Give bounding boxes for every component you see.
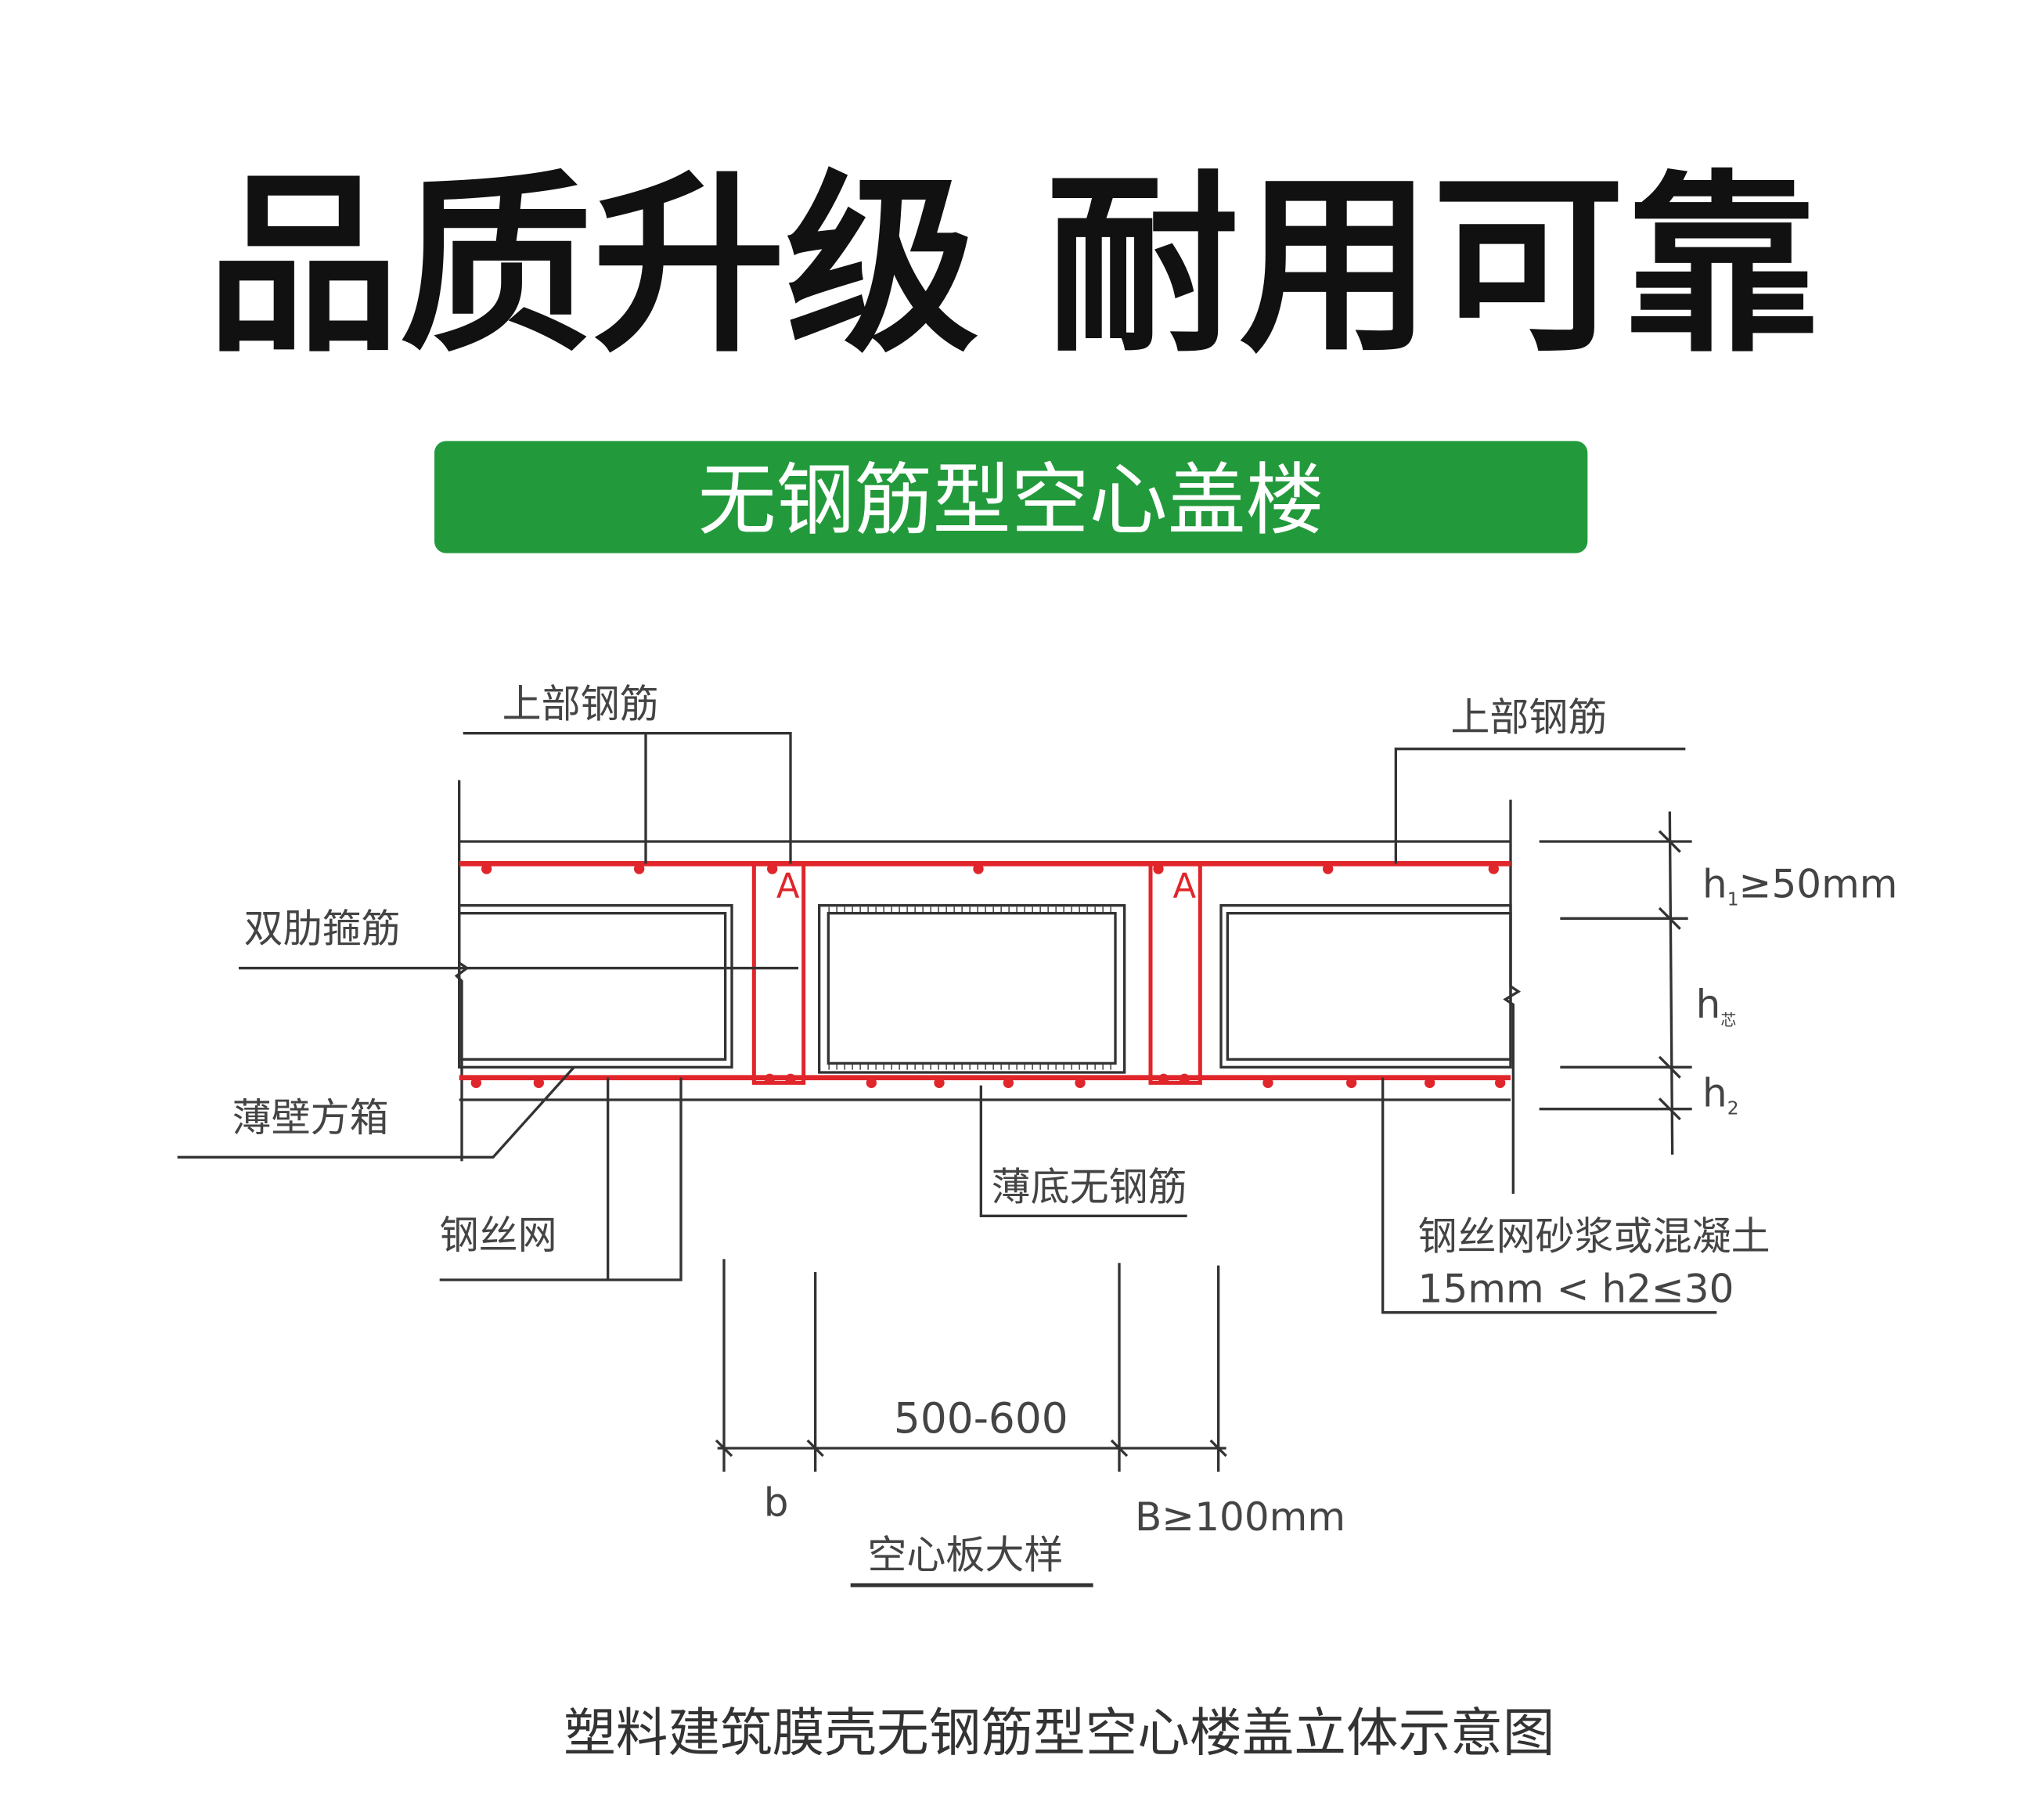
rebar-dots (470, 863, 1506, 1088)
caption: 塑料建筑膜壳无钢筋型空心楼盖立体示意图 (564, 1703, 1554, 1764)
leader-steel-mesh (439, 1077, 683, 1281)
hollow-box-center (818, 904, 1126, 1074)
hollow-box-right (1219, 904, 1512, 1069)
rib-stirrup-left (751, 861, 806, 1085)
label-hcore: h芯 (1696, 982, 1737, 1029)
label-h2: h2 (1702, 1070, 1739, 1119)
label-thin-bottom: 薄底无钢筋 (992, 1164, 1187, 1209)
hollow-box-left (458, 904, 733, 1069)
leader-mortar (1381, 1077, 1717, 1314)
leader-top-rebar-right (1394, 748, 1686, 864)
banner (434, 441, 1588, 553)
width-dimension-lines (715, 1259, 1227, 1472)
leader-thin-wall-box (177, 1066, 575, 1159)
banner-text: 无钢筋型空心盖楼 (698, 454, 1324, 546)
slab-section-diagram: A A 上部钢筋 上部钢筋 双肋箍筋 薄壁方箱 钢丝网 薄底无钢筋 钢丝网砂浆或… (177, 682, 1897, 1588)
label-double-rib-stirrup: 双肋箍筋 (244, 906, 401, 951)
rib-stirrup-right (1148, 861, 1202, 1085)
label-mortar-line2: 15mm < h2≤30 (1418, 1266, 1734, 1311)
detail-title: 空心板大样 (867, 1532, 1063, 1577)
label-steel-mesh: 钢丝网 (440, 1213, 557, 1258)
label-span: 500-600 (894, 1393, 1068, 1443)
label-top-rebar-left: 上部钢筋 (502, 682, 659, 727)
label-thin-wall-box: 薄壁方箱 (232, 1095, 389, 1141)
label-B: B≥100mm (1135, 1494, 1345, 1540)
rib-mark-left: A (776, 867, 800, 906)
leader-top-rebar-left (463, 732, 792, 864)
rib-mark-right: A (1173, 867, 1197, 906)
headline: 品质升级 耐用可靠 (207, 154, 1818, 379)
label-h1: h1≥50mm (1702, 862, 1897, 910)
label-mortar-line1: 钢丝网砂浆或混凝土 (1418, 1214, 1770, 1260)
label-top-rebar-right: 上部钢筋 (1450, 694, 1607, 740)
leader-thin-bottom (979, 1085, 1187, 1217)
label-b: b (764, 1480, 789, 1526)
height-dimension-lines (1539, 811, 1692, 1155)
